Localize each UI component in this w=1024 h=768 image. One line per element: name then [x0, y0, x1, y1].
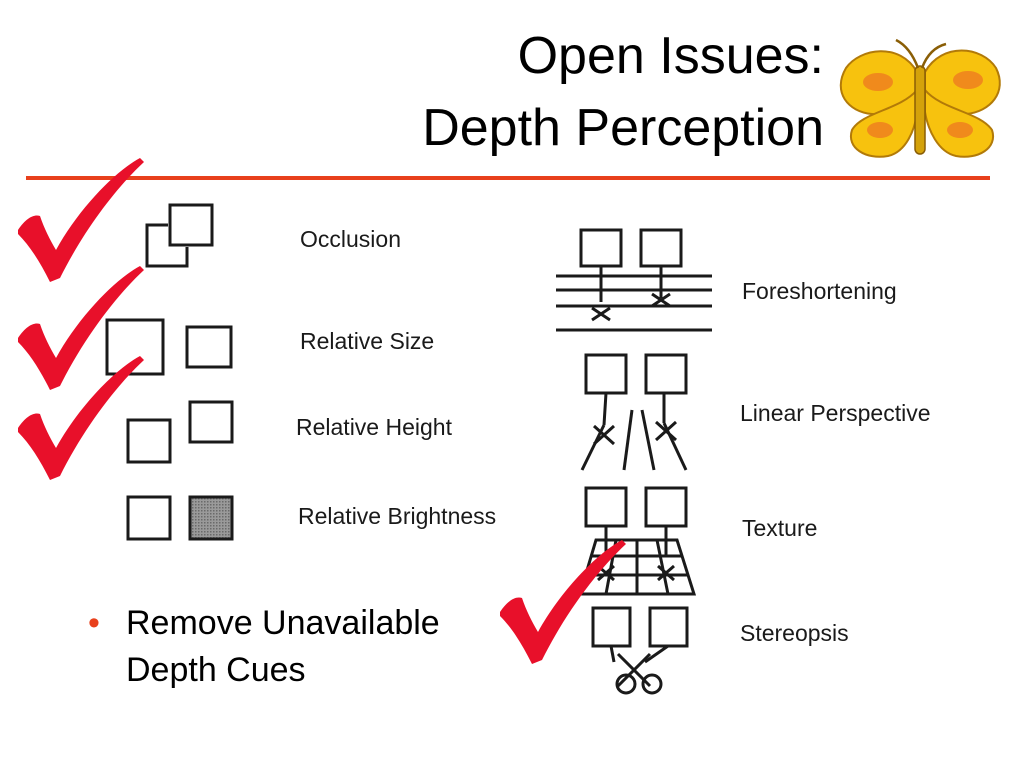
- occlusion-illustration: [145, 203, 214, 268]
- bullet-item: • Remove Unavailable Depth Cues: [88, 600, 440, 694]
- cue-label-stereopsis: Stereopsis: [740, 620, 849, 646]
- relative-height-illustration: [126, 400, 234, 464]
- title-line-2: Depth Perception: [422, 99, 824, 157]
- cue-label-texture: Texture: [742, 515, 818, 541]
- cue-label-foreshortening: Foreshortening: [742, 278, 897, 304]
- relative-size-illustration: [105, 318, 233, 376]
- linear-perspective-illustration: [580, 353, 688, 471]
- checkmark-icon: [18, 356, 144, 480]
- foreshortening-illustration: [556, 228, 712, 332]
- stereopsis-illustration: [591, 606, 689, 695]
- butterfly-icon: [839, 38, 1001, 158]
- bullet-line-2: Depth Cues: [126, 650, 306, 689]
- relative-brightness-illustration: [126, 495, 234, 541]
- texture-illustration: [577, 486, 697, 596]
- bullet-line-1: Remove Unavailable: [126, 604, 440, 642]
- checkmark-icon: [500, 540, 626, 664]
- cue-label-relative-size: Relative Size: [300, 328, 435, 354]
- checkmark-icon: [18, 158, 144, 282]
- cue-label-linear-perspective: Linear Perspective: [740, 400, 931, 426]
- bullet-marker: •: [88, 604, 100, 642]
- title-line-1: Open Issues:: [517, 27, 824, 85]
- cue-label-occlusion: Occlusion: [300, 226, 401, 252]
- checkmark-icon: [18, 266, 144, 390]
- cue-label-relative-brightness: Relative Brightness: [298, 503, 497, 529]
- title-divider: [26, 176, 990, 180]
- cue-label-relative-height: Relative Height: [296, 414, 452, 440]
